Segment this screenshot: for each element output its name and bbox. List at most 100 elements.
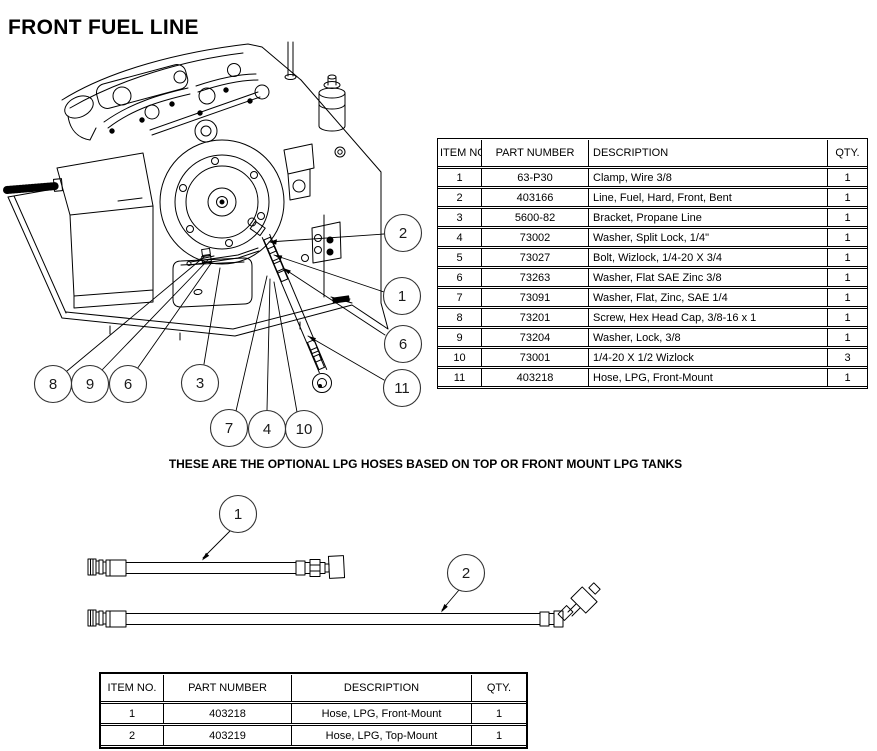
cell-description: Washer, Flat SAE Zinc 3/8 (589, 268, 828, 287)
cell-item: 3 (438, 208, 482, 227)
cell-qty: 1 (828, 308, 867, 327)
cell-qty: 1 (828, 208, 867, 227)
battery-box (56, 152, 154, 309)
cell-part-number: 73091 (482, 288, 589, 307)
cell-description: Washer, Lock, 3/8 (589, 328, 828, 347)
cell-qty: 1 (472, 703, 526, 724)
callout-balloon: 3 (180, 363, 220, 403)
callout-balloon: 10 (284, 409, 324, 449)
balloon-number: 1 (398, 288, 406, 305)
cell-part-number: 73263 (482, 268, 589, 287)
cell-description: Bolt, Wizlock, 1/4-20 X 3/4 (589, 248, 828, 267)
cell-item: 1 (438, 168, 482, 187)
cell-qty: 1 (828, 288, 867, 307)
balloon-number: 11 (394, 380, 410, 397)
cell-part-number: 73001 (482, 348, 589, 367)
cell-part-number: 403218 (482, 368, 589, 387)
header-item-no: ITEM NO. (101, 675, 164, 702)
cell-qty: 1 (828, 168, 867, 187)
cell-item: 9 (438, 328, 482, 347)
leader-lines (66, 233, 386, 413)
callout-balloon: 1 (382, 276, 422, 316)
engine-illustration (3, 41, 389, 413)
cell-qty: 1 (828, 248, 867, 267)
hose-leader-lines (202, 529, 460, 613)
cell-description: 1/4-20 X 1/2 Wizlock (589, 348, 828, 367)
balloon-number: 6 (124, 376, 132, 393)
cell-part-number: 73201 (482, 308, 589, 327)
cell-description: Hose, LPG, Front-Mount (292, 703, 472, 724)
hose-front-mount (87, 555, 346, 579)
cell-part-number: 403219 (164, 725, 292, 746)
header-part-number: PART NUMBER (482, 140, 589, 167)
page-title: FRONT FUEL LINE (8, 16, 199, 40)
callout-balloon: 8 (33, 364, 73, 404)
callout-balloon: 11 (382, 368, 422, 408)
header-item-no: ITEM NO. (438, 140, 482, 167)
callout-balloon: 6 (383, 324, 423, 364)
cell-part-number: 73027 (482, 248, 589, 267)
cell-description: Hose, LPG, Front-Mount (589, 368, 828, 387)
parts-table: ITEM NO. PART NUMBER DESCRIPTION QTY. 16… (437, 138, 868, 389)
balloon-number: 4 (263, 421, 271, 438)
cell-description: Line, Fuel, Hard, Front, Bent (589, 188, 828, 207)
propane-bracket (172, 257, 253, 308)
balloon-number: 2 (399, 225, 407, 242)
balloon-number: 8 (49, 376, 57, 393)
header-description: DESCRIPTION (292, 675, 472, 702)
cell-description: Washer, Flat, Zinc, SAE 1/4 (589, 288, 828, 307)
balloon-number: 1 (234, 506, 242, 523)
hose-top-mount (87, 582, 601, 628)
balloon-number: 6 (399, 336, 407, 353)
hose-illustrations (87, 529, 601, 628)
callout-balloon: 2 (383, 213, 423, 253)
cell-qty: 1 (828, 368, 867, 387)
callout-balloon: 4 (247, 409, 287, 449)
cell-description: Bracket, Propane Line (589, 208, 828, 227)
balloon-number: 9 (86, 376, 94, 393)
hose-callouts: 1 2 (218, 494, 486, 593)
balloon-number: 2 (462, 565, 470, 582)
frame-outline (7, 79, 389, 341)
cell-part-number: 63-P30 (482, 168, 589, 187)
callout-balloon: 7 (209, 408, 249, 448)
cell-qty: 1 (828, 228, 867, 247)
header-qty: QTY. (472, 675, 526, 702)
cell-part-number: 403166 (482, 188, 589, 207)
optional-hoses-note: THESE ARE THE OPTIONAL LPG HOSES BASED O… (168, 457, 683, 471)
cell-item: 6 (438, 268, 482, 287)
cell-description: Clamp, Wire 3/8 (589, 168, 828, 187)
header-description: DESCRIPTION (589, 140, 828, 167)
cell-part-number: 73204 (482, 328, 589, 347)
cell-item: 7 (438, 288, 482, 307)
cell-item: 11 (438, 368, 482, 387)
threaded-rod (3, 182, 60, 194)
balloon-number: 3 (196, 375, 204, 392)
cell-description: Hose, LPG, Top-Mount (292, 725, 472, 746)
cell-part-number: 5600-82 (482, 208, 589, 227)
cell-qty: 1 (472, 725, 526, 746)
callout-balloon: 9 (70, 364, 110, 404)
callout-balloon: 1 (218, 494, 258, 534)
cell-part-number: 403218 (164, 703, 292, 724)
cell-description: Washer, Split Lock, 1/4" (589, 228, 828, 247)
header-qty: QTY. (828, 140, 867, 167)
lpg-hose-installed (247, 217, 332, 393)
header-part-number: PART NUMBER (164, 675, 292, 702)
cell-qty: 1 (828, 328, 867, 347)
cell-item: 1 (101, 703, 164, 724)
